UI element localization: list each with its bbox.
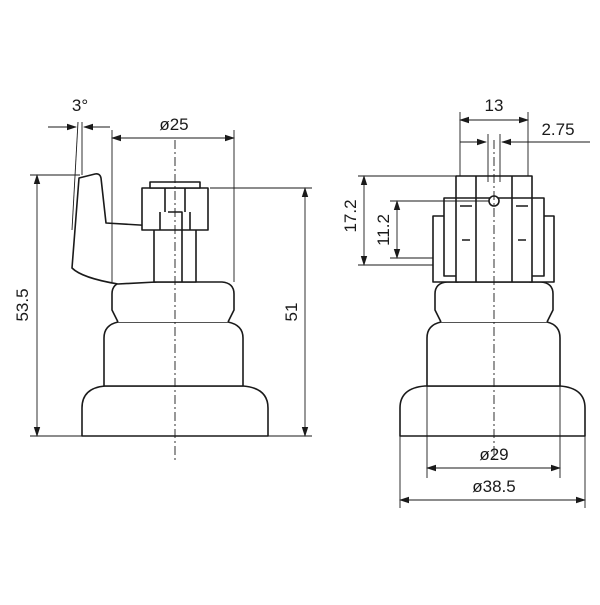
d29-label: ø29 [479, 445, 508, 464]
side-shoulder [111, 281, 235, 323]
side-head-cap [149, 181, 201, 189]
h51-label: 51 [282, 303, 301, 322]
side-base-flange [81, 385, 269, 437]
h535-label: 53.5 [13, 288, 32, 321]
side-head-details [159, 188, 191, 230]
front-clip-details [460, 205, 528, 241]
h112-label: 11.2 [374, 214, 393, 246]
d25-label: ø25 [159, 115, 188, 134]
d385-label: ø38.5 [472, 477, 515, 496]
h172-label: 17.2 [341, 199, 360, 232]
side-stem-slot [168, 211, 183, 282]
angle-extension-a [71, 121, 79, 231]
front-base-flange [399, 385, 586, 437]
side-lower-body [103, 321, 244, 387]
w13-label: 13 [485, 96, 504, 115]
side-view: 3° ø25 53.5 51 [13, 96, 312, 460]
angle-label: 3° [72, 96, 88, 115]
front-lower-body [426, 321, 561, 387]
o275-label: 2.75 [541, 120, 574, 139]
front-view: 13 2.75 17.2 11.2 ø29 ø38.5 [341, 96, 590, 508]
